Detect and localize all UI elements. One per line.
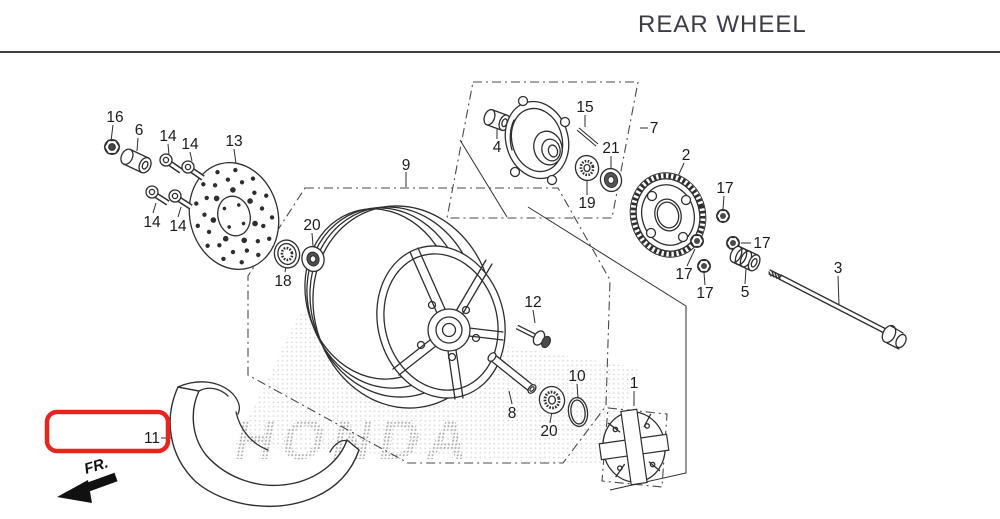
part-label-20: 20 (303, 217, 321, 234)
part-10-oring (567, 396, 589, 428)
nut-17-3 (689, 234, 705, 248)
bolt-14-4 (168, 189, 193, 210)
assembly-boundary-lines (247, 81, 687, 491)
part-label-21: 21 (602, 140, 619, 157)
disc-holes (194, 167, 275, 265)
wheel-group-boundary (247, 187, 611, 464)
part-label-4: 4 (493, 139, 502, 156)
leader-lines (110, 115, 840, 439)
part-label-6: 6 (135, 122, 144, 139)
part-14-bolts (145, 153, 205, 210)
bolt-14-1 (159, 153, 183, 174)
part-label-7: 7 (650, 120, 659, 137)
part-label-17: 17 (716, 180, 733, 197)
part-12-bolt (515, 324, 551, 349)
part-2-sprocket (629, 172, 707, 258)
hub-flange (504, 95, 571, 186)
part-label-18: 18 (274, 273, 291, 290)
part-label-1: 1 (630, 375, 639, 392)
sprocket-group-line (527, 206, 687, 491)
part-15-pin (576, 127, 599, 147)
part-3-axle (768, 269, 907, 350)
part-label-13: 13 (225, 133, 242, 150)
part-17-nuts (689, 209, 741, 273)
part-label-15: 15 (576, 99, 593, 116)
fr-direction-arrow: FR. (57, 455, 118, 503)
part-label-12: 12 (524, 294, 541, 311)
part-label-17: 17 (696, 285, 713, 302)
part-7-hub-assembly (483, 95, 623, 193)
part-16-nut (103, 139, 121, 155)
nut-17-4 (696, 259, 712, 273)
nut-17-1 (715, 209, 731, 223)
part-label-11: 11 (144, 430, 160, 447)
part-label-9: 9 (402, 157, 411, 174)
part-5-collar (729, 245, 761, 272)
nut-17-2 (725, 236, 741, 250)
part-1-damper (598, 408, 670, 486)
part-11-fender (169, 381, 360, 507)
hub-subassembly-box (446, 81, 639, 219)
title-divider (0, 51, 1000, 53)
bolt-14-2 (181, 160, 205, 181)
part-label-3: 3 (834, 260, 843, 277)
highlight-box[interactable] (44, 409, 171, 454)
part-label-2: 2 (682, 147, 691, 164)
part-labels: 16 6 14 14 13 14 14 9 20 18 4 15 21 19 7… (106, 99, 842, 447)
part-label-8: 8 (508, 405, 517, 422)
part-20-bearing-left (301, 245, 325, 273)
part-label-5: 5 (741, 284, 750, 301)
part-label-17: 17 (675, 266, 692, 283)
hub-pointer-line (459, 139, 508, 218)
part-8-collar (487, 352, 537, 394)
part-9-wheel (304, 205, 506, 409)
fr-label: FR. (82, 455, 110, 478)
part-13-brake-disc (188, 161, 280, 271)
part-19-bearing (574, 154, 600, 182)
part-label-14: 14 (159, 128, 177, 145)
part-label-14: 14 (181, 136, 199, 153)
part-18-bearing (273, 239, 301, 269)
part-label-17: 17 (753, 235, 770, 252)
wheel-hub-holes (416, 300, 481, 362)
bolt-14-3 (145, 185, 170, 206)
part-label-14: 14 (169, 218, 187, 235)
part-21-seal (599, 167, 623, 193)
part-label-16: 16 (106, 109, 123, 126)
part-label-19: 19 (578, 195, 595, 212)
page-title: REAR WHEEL (638, 11, 807, 38)
part-label-10: 10 (568, 368, 586, 385)
part-label-14: 14 (143, 214, 161, 231)
part-20-bearing-right (538, 385, 566, 415)
part-label-20: 20 (540, 423, 558, 440)
part-6-collar (120, 148, 152, 174)
wheel-spokes (392, 247, 504, 400)
